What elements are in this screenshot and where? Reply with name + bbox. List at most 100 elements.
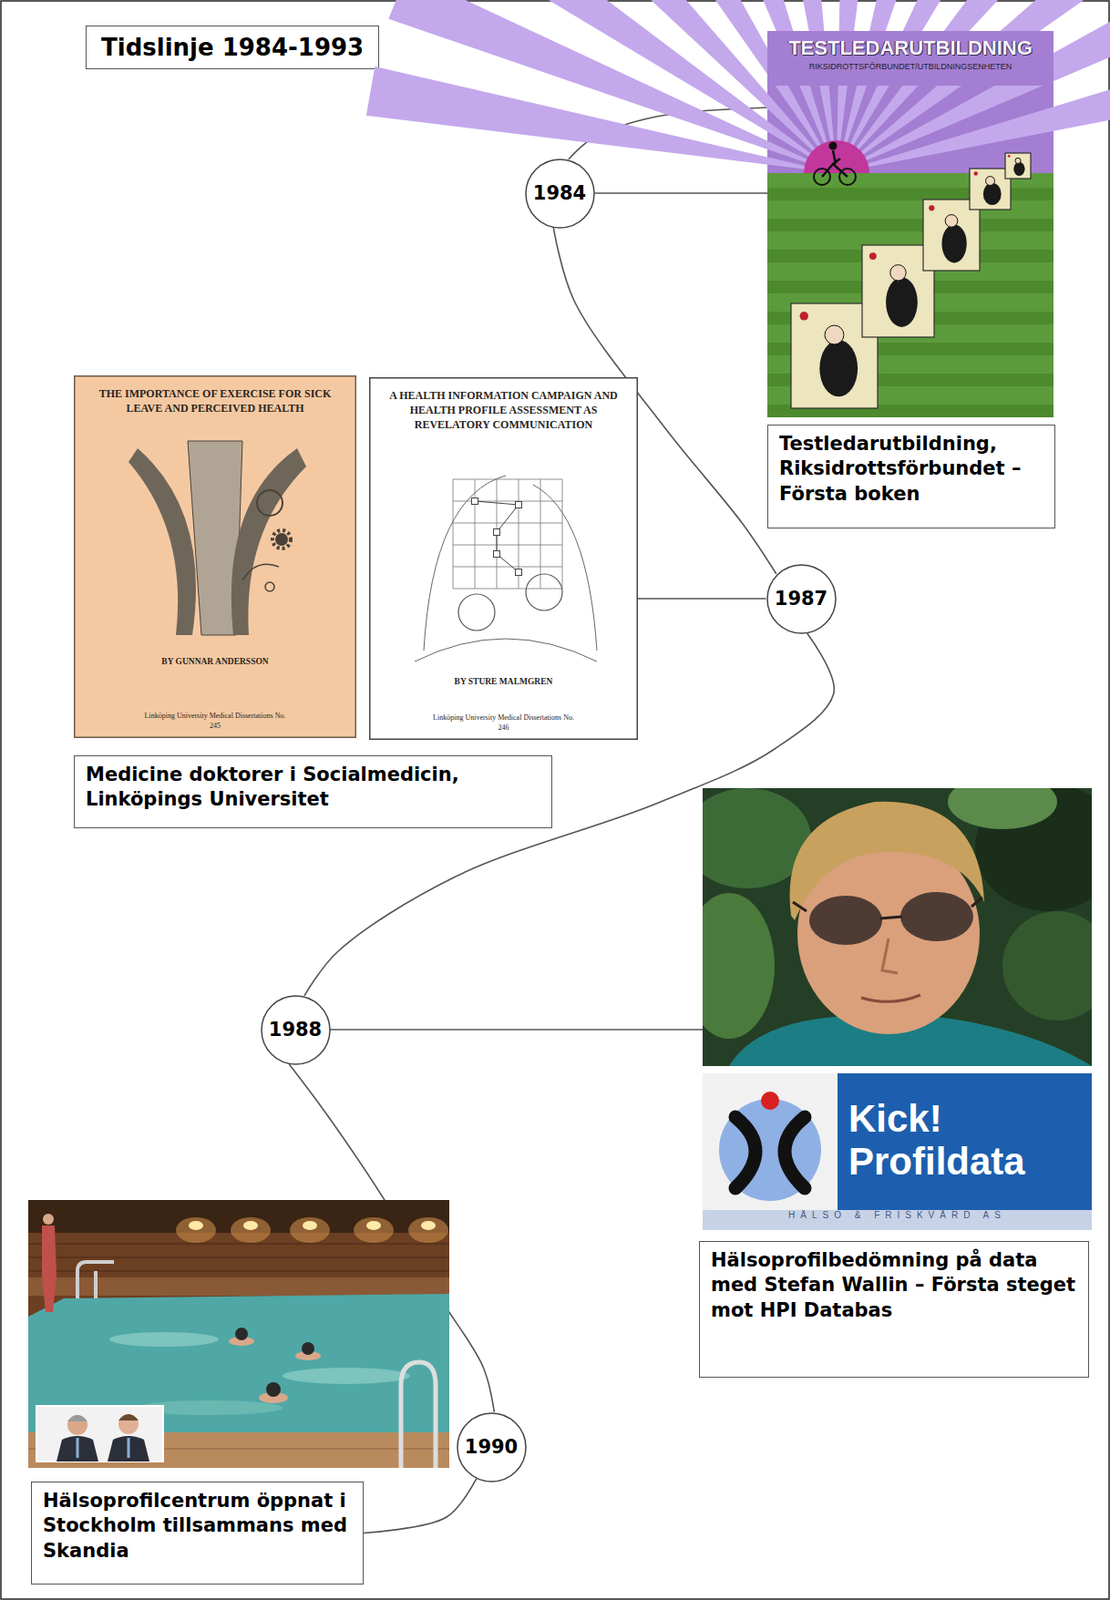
node-text: TESTLEDARUTBILDNING <box>788 30 1033 61</box>
illustration-part <box>289 1217 330 1244</box>
timeline-connector <box>363 1479 477 1534</box>
node-subtext: BY GUNNAR ANDERSSON <box>161 657 268 667</box>
illustration-part <box>366 1221 381 1231</box>
illustration-part <box>301 1342 315 1356</box>
illustration-part <box>800 311 810 321</box>
illustration-part <box>175 1217 216 1244</box>
illustration-part <box>28 1200 450 1469</box>
illustration-part <box>272 530 291 549</box>
illustration-part <box>423 475 506 651</box>
illustration-part <box>702 1210 1092 1231</box>
year-label: 1990 <box>464 1436 518 1459</box>
illustration-part <box>28 1243 450 1272</box>
illustration-part <box>836 0 1110 174</box>
illustration-part <box>1013 162 1025 176</box>
illustration-part <box>986 176 996 186</box>
title-box: Tidslinje 1984-1993 <box>85 25 380 70</box>
illustration-part <box>266 1382 281 1398</box>
illustration-part <box>452 479 454 589</box>
illustration-part <box>890 265 906 281</box>
illustration-part <box>265 582 275 592</box>
illustration-part <box>702 893 775 1039</box>
circle-shape <box>767 565 836 634</box>
illustration-part <box>515 502 523 509</box>
illustration-part <box>118 1414 139 1421</box>
illustration-part <box>493 551 501 558</box>
caption-box: Hälsoprofilcentrum öppnat i Stockholm ti… <box>30 1481 364 1585</box>
illustration-part <box>188 1221 204 1231</box>
node-subtext: RIKSIDROTTSFÖRBUNDET/UTBILDNINGSENHETEN <box>809 61 1013 72</box>
illustration-part <box>452 479 563 481</box>
illustration-part <box>1007 154 1011 158</box>
illustration-part <box>565 0 837 174</box>
illustration-part <box>67 1415 88 1436</box>
circle-shape <box>457 1413 526 1482</box>
illustration-part <box>28 1200 450 1469</box>
illustration-part <box>735 1117 805 1189</box>
illustration-part <box>767 30 1054 86</box>
illustration-part <box>230 1217 271 1244</box>
illustration-part <box>824 325 844 345</box>
illustration-part <box>452 566 563 568</box>
illustration-part <box>882 938 898 974</box>
node-artwork <box>767 30 1054 414</box>
node-subtext: HÄLSO & FRISKVÅRD AS <box>702 1210 1092 1231</box>
illustration-part <box>540 479 542 589</box>
illustration-part <box>969 168 1011 210</box>
illustration-part <box>408 1217 449 1244</box>
year-circle: 1987 <box>766 564 837 635</box>
illustration-part <box>945 215 958 228</box>
illustration-part <box>525 574 563 611</box>
illustration-part <box>941 224 967 263</box>
caption-box: Hälsoprofilbedömning på data med Stefan … <box>698 1241 1090 1378</box>
title-text: Tidslinje 1984-1993 <box>101 33 364 62</box>
illustration-part <box>974 171 979 176</box>
illustration-part <box>836 0 1110 174</box>
node-text: A HEALTH INFORMATION CAMPAIGN AND HEALTH… <box>385 388 622 433</box>
illustration-part <box>562 479 564 589</box>
node-text: THE IMPORTANCE OF EXERCISE FOR SICK LEAV… <box>90 386 340 416</box>
illustration-part <box>74 376 357 739</box>
illustration-part <box>822 150 848 177</box>
illustration-part <box>400 1362 436 1469</box>
year-label: 1987 <box>774 587 828 610</box>
illustration-part <box>474 479 476 589</box>
illustration-part <box>885 277 918 328</box>
illustration-part <box>900 892 974 942</box>
illustration-part <box>474 501 519 573</box>
illustration-part <box>702 1073 1092 1231</box>
caption-box: Medicine doktorer i Socialmedicin, Linkö… <box>73 755 553 829</box>
illustration-part <box>836 0 1110 174</box>
node-artwork <box>73 375 357 739</box>
illustration-part <box>983 183 1002 206</box>
illustration-part <box>702 1073 838 1211</box>
illustration-part <box>353 1217 394 1244</box>
illustration-part <box>493 529 501 536</box>
illustration-part <box>42 1213 54 1225</box>
illustration-part <box>414 638 597 662</box>
illustration-part <box>452 544 563 546</box>
node-subtext: Linköping University Medical Dissertatio… <box>140 711 291 731</box>
node-text: Hälsoprofilbedömning på data med Stefan … <box>710 1248 1078 1324</box>
illustration-part <box>421 1221 436 1231</box>
illustration-part <box>36 1406 164 1462</box>
company-logo: Kick! ProfildataHÄLSO & FRISKVÅRD AS <box>702 1073 1092 1231</box>
illustration-part <box>275 533 288 546</box>
illustration-part <box>370 378 638 740</box>
node-text: Medicine doktorer i Socialmedicin, Linkö… <box>85 762 541 813</box>
node-text: Kick! Profildata <box>848 1073 1092 1211</box>
year-circle: 1988 <box>260 995 331 1066</box>
illustration-part <box>41 1225 57 1313</box>
year-label: 1984 <box>533 182 586 205</box>
illustration-part <box>880 916 903 919</box>
node-text: Hälsoprofilcentrum öppnat i Stockholm ti… <box>42 1489 352 1564</box>
illustration-part <box>452 588 563 590</box>
illustration-part <box>458 594 495 631</box>
illustration-part <box>472 498 479 505</box>
year-circle: 1990 <box>456 1412 527 1483</box>
book-cover: TESTLEDARUTBILDNINGRIKSIDROTTSFÖRBUNDET/… <box>767 30 1054 414</box>
illustration-part <box>452 523 563 525</box>
